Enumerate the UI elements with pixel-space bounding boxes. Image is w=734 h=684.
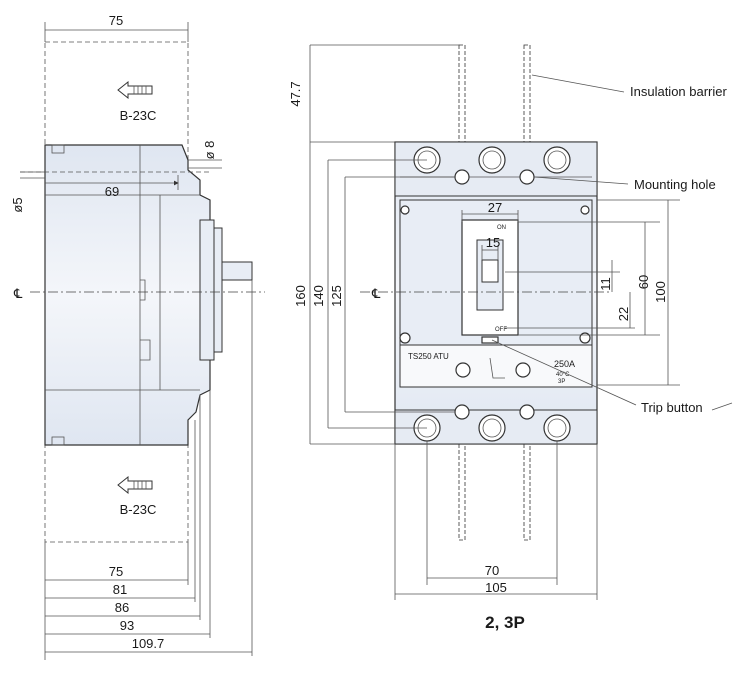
dim-handle-width: 27 [488, 200, 502, 215]
dim-60: 60 [636, 275, 651, 289]
dim-11: 11 [598, 277, 613, 291]
dim-hole-dia: ø 8 [202, 141, 217, 160]
dim-inner-width: 69 [105, 184, 119, 199]
nameplate [399, 344, 593, 388]
caption-poles: 2, 3P [485, 613, 525, 632]
dim-barrier-height: 47.7 [288, 81, 303, 106]
dim-top-width: 75 [109, 13, 123, 28]
mounting-hole-bottom-right [519, 404, 535, 420]
nameplate-poles: 3P [558, 379, 565, 385]
front-centerline-symbol: ℄ [371, 286, 381, 301]
dim-total-height: 160 [293, 285, 308, 307]
accessory-label-top: B-23C [120, 108, 157, 123]
handle-on-label: ON [497, 225, 506, 231]
handle-off-label: OFF [495, 327, 507, 333]
dim-height-125: 125 [329, 285, 344, 307]
side-bottom-dimensions: 75 81 86 93 109.7 [44, 280, 253, 660]
dim-handle-inner: 15 [486, 235, 500, 250]
side-view: 75 B-23C B-23C ℄ ø [10, 13, 265, 660]
dial-ir-icon [455, 362, 471, 378]
accessory-label-bottom: B-23C [120, 502, 157, 517]
side-centerline-symbol: ℄ [13, 286, 23, 301]
dim-bottom-86: 86 [115, 600, 129, 615]
callout-mounting-hole: Mounting hole [634, 177, 716, 192]
callout-insulation-barrier: Insulation barrier [630, 84, 727, 99]
insulation-barrier-right [523, 44, 531, 156]
nameplate-temp: 40°C [556, 372, 570, 378]
front-view: 47.7 TS250 ATU 250A 40°C 3P [288, 44, 680, 632]
dim-100: 100 [653, 281, 668, 303]
dim-bottom-75: 75 [109, 564, 123, 579]
handle-lever [221, 261, 253, 281]
breaker-side-body [44, 144, 211, 446]
accessory-arrow-top-icon [117, 80, 153, 100]
dim-bottom-109-7: 109.7 [132, 636, 165, 651]
dim-small-dia: ø5 [10, 197, 25, 212]
nameplate-rating: 250A [554, 359, 575, 369]
trip-button[interactable] [481, 336, 499, 344]
mounting-hole-bottom-left [454, 404, 470, 420]
accessory-arrow-bottom-icon [117, 475, 153, 495]
handle-base [199, 219, 215, 361]
callout-trip-button: Trip button [641, 400, 703, 415]
callouts: Insulation barrier Mounting hole Trip bu… [491, 74, 733, 415]
mounting-hole-right [519, 169, 535, 185]
mounting-hole-left [454, 169, 470, 185]
dial-im-icon [515, 362, 531, 378]
dim-width: 105 [485, 580, 507, 595]
dim-22: 22 [616, 307, 631, 321]
dim-pitch: 70 [485, 563, 499, 578]
insulation-barrier-left [458, 44, 466, 156]
nameplate-model: TS250 ATU [408, 352, 449, 361]
dim-bottom-81: 81 [113, 582, 127, 597]
dim-height-140: 140 [311, 285, 326, 307]
dim-bottom-93: 93 [120, 618, 134, 633]
